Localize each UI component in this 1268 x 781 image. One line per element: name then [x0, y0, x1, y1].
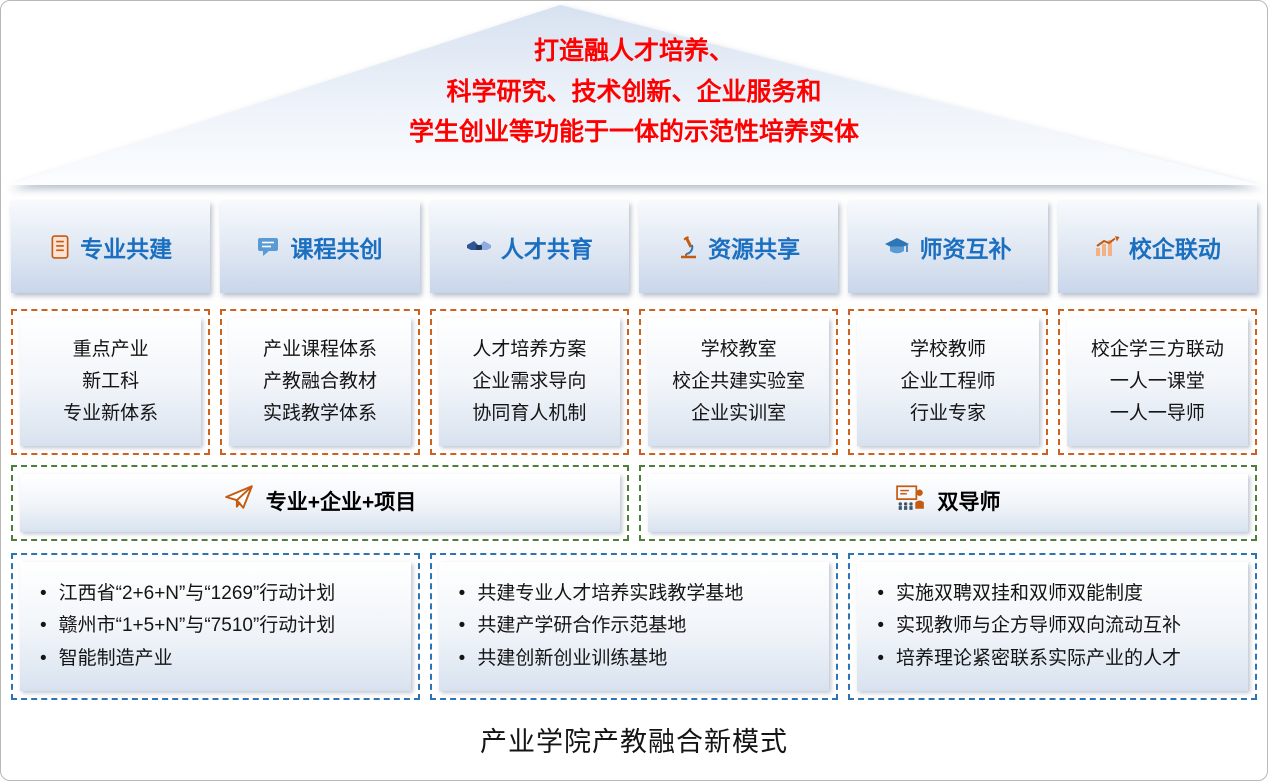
- detail-line: 行业专家: [909, 402, 986, 424]
- detail-box-curriculum: 产业课程体系 产教融合教材 实践教学体系: [220, 309, 420, 455]
- detail-panel: 学校教室 校企共建实验室 企业实训室: [647, 318, 830, 446]
- chart-icon: [1094, 236, 1120, 258]
- list-item: 共建专业人才培养实践教学基地: [447, 580, 818, 609]
- detail-panel: 重点产业 新工科 专业新体系: [20, 318, 202, 446]
- detail-box-resources: 学校教室 校企共建实验室 企业实训室: [638, 309, 839, 455]
- header-box-specialty: 专业共建: [11, 201, 211, 293]
- chat-icon: [257, 236, 281, 258]
- detail-row: 重点产业 新工科 专业新体系 产业课程体系 产教融合教材 实践教学体系 人才培养…: [1, 309, 1267, 455]
- detail-line: 校企共建实验室: [672, 371, 806, 393]
- header-label: 校企联动: [1128, 236, 1221, 262]
- list-item-text: 共建产学研合作示范基地: [477, 615, 687, 637]
- banner-panel: 专业+企业+项目: [20, 474, 620, 532]
- header-box-curriculum: 课程共创: [220, 201, 420, 293]
- detail-line: 产业课程体系: [262, 339, 377, 361]
- list-item: 智能制造产业: [28, 645, 399, 674]
- header-label: 专业共建: [80, 236, 173, 262]
- list-item: 培养理论紧密联系实际产业的人才: [865, 645, 1236, 674]
- detail-box-talent: 人才培养方案 企业需求导向 协同育人机制: [429, 309, 629, 455]
- detail-line: 一人一导师: [1109, 402, 1205, 424]
- detail-panel: 人才培养方案 企业需求导向 协同育人机制: [438, 318, 620, 446]
- detail-line: 企业实训室: [691, 402, 787, 424]
- detail-panel: 学校教师 企业工程师 行业专家: [857, 318, 1039, 446]
- banner-label: 双导师: [937, 491, 1001, 515]
- roof-title: 打造融人才培养、 科学研究、技术创新、企业服务和 学生创业等功能于一体的示范性培…: [1, 31, 1267, 153]
- detail-line: 重点产业: [72, 339, 149, 361]
- graduation-cap-icon: [884, 237, 910, 257]
- roof-title-line2: 科学研究、技术创新、企业服务和: [446, 77, 822, 106]
- header-box-faculty: 师资互补: [848, 201, 1048, 293]
- detail-panel: 校企学三方联动 一人一课堂 一人一导师: [1066, 318, 1248, 446]
- list-item: 实现教师与企方导师双向流动互补: [865, 612, 1236, 641]
- detail-line: 企业需求导向: [472, 371, 587, 393]
- header-box-resources: 资源共享: [638, 201, 839, 293]
- detail-box-collaboration: 校企学三方联动 一人一课堂 一人一导师: [1057, 309, 1257, 455]
- header-box-collaboration: 校企联动: [1057, 201, 1257, 293]
- list-item-text: 共建专业人才培养实践教学基地: [477, 582, 744, 604]
- microscope-icon: [677, 235, 699, 259]
- detail-panel: 产业课程体系 产教融合教材 实践教学体系: [229, 318, 411, 446]
- list-item-text: 智能制造产业: [58, 647, 173, 669]
- detail-line: 新工科: [82, 371, 140, 393]
- banner-program: 专业+企业+项目: [11, 465, 629, 541]
- header-label: 人才共育: [500, 236, 593, 262]
- detail-line: 校企学三方联动: [1090, 339, 1224, 361]
- banner-row: 专业+企业+项目: [1, 465, 1267, 541]
- plan-box-bases: 共建专业人才培养实践教学基地 共建产学研合作示范基地 共建创新创业训练基地: [429, 553, 839, 700]
- roof-title-line3: 学生创业等功能于一体的示范性培养实体: [408, 118, 859, 146]
- header-label: 课程共创: [290, 236, 383, 262]
- header-label: 师资互补: [919, 236, 1012, 262]
- paper-plane-icon: [224, 484, 254, 521]
- roof-title-line1: 打造融人才培养、: [533, 37, 734, 65]
- teacher-icon: [895, 484, 926, 521]
- banner-panel: 双导师: [648, 474, 1248, 532]
- list-item: 共建创新创业训练基地: [447, 645, 818, 674]
- detail-line: 实践教学体系: [262, 402, 377, 424]
- detail-line: 协同育人机制: [472, 402, 587, 424]
- header-label: 资源共享: [708, 236, 801, 262]
- list-item-text: 实施双聘双挂和双师双能制度: [895, 582, 1143, 604]
- detail-line: 企业工程师: [900, 371, 996, 393]
- plan-row: 江西省“2+6+N”与“1269”行动计划 赣州市“1+5+N”与“7510”行…: [1, 553, 1267, 700]
- plan-panel: 实施双聘双挂和双师双能制度 实现教师与企方导师双向流动互补 培养理论紧密联系实际…: [857, 562, 1248, 691]
- plan-panel: 共建专业人才培养实践教学基地 共建产学研合作示范基地 共建创新创业训练基地: [438, 562, 830, 691]
- list-item: 江西省“2+6+N”与“1269”行动计划: [28, 580, 399, 609]
- list-item: 共建产学研合作示范基地: [447, 612, 818, 641]
- detail-line: 学校教师: [909, 339, 986, 361]
- handshake-icon: [466, 237, 492, 257]
- list-item-text: 共建创新创业训练基地: [477, 647, 668, 669]
- banner-label: 专业+企业+项目: [265, 491, 417, 515]
- page-title: 产业学院产教融合新模式: [480, 727, 788, 757]
- header-row: 专业共建 课程共创 人才共育: [1, 201, 1267, 293]
- detail-line: 产教融合教材: [262, 371, 377, 393]
- detail-line: 学校教室: [700, 339, 777, 361]
- list-item-text: 培养理论紧密联系实际产业的人才: [895, 647, 1181, 669]
- list-item-text: 赣州市“1+5+N”与“7510”行动计划: [58, 615, 336, 637]
- detail-line: 专业新体系: [63, 402, 159, 424]
- detail-box-specialty: 重点产业 新工科 专业新体系: [11, 309, 211, 455]
- plan-box-faculty-system: 实施双聘双挂和双师双能制度 实现教师与企方导师双向流动互补 培养理论紧密联系实际…: [848, 553, 1257, 700]
- detail-line: 一人一课堂: [1109, 371, 1205, 393]
- document-icon: [49, 235, 71, 259]
- plan-box-regional: 江西省“2+6+N”与“1269”行动计划 赣州市“1+5+N”与“7510”行…: [11, 553, 420, 700]
- roof-banner: 打造融人才培养、 科学研究、技术创新、企业服务和 学生创业等功能于一体的示范性培…: [1, 1, 1267, 193]
- list-item: 赣州市“1+5+N”与“7510”行动计划: [28, 612, 399, 641]
- detail-box-faculty: 学校教师 企业工程师 行业专家: [848, 309, 1048, 455]
- roof-triangle: [6, 5, 1262, 185]
- list-item: 实施双聘双挂和双师双能制度: [865, 580, 1236, 609]
- plan-panel: 江西省“2+6+N”与“1269”行动计划 赣州市“1+5+N”与“7510”行…: [20, 562, 411, 691]
- banner-dual-mentor: 双导师: [639, 465, 1257, 541]
- header-box-talent: 人才共育: [429, 201, 629, 293]
- list-item-text: 实现教师与企方导师双向流动互补: [895, 615, 1181, 637]
- detail-line: 人才培养方案: [472, 339, 587, 361]
- list-item-text: 江西省“2+6+N”与“1269”行动计划: [58, 582, 336, 604]
